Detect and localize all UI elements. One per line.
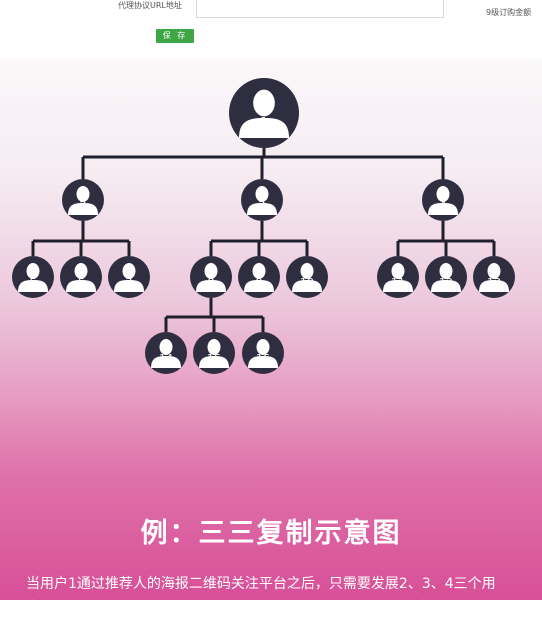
proxy-url-label: 代理协议URL地址 xyxy=(118,1,182,10)
person-icon xyxy=(76,186,90,202)
node-label: 12 xyxy=(439,276,453,289)
node-label: 10 xyxy=(300,276,314,289)
person-icon xyxy=(391,263,405,279)
tree-node-11: 11 xyxy=(377,256,419,298)
person-icon xyxy=(207,339,221,355)
node-label: 7 xyxy=(126,276,133,289)
person-body-icon xyxy=(66,280,96,292)
diagram-title: 例：三三复制示意图 xyxy=(140,518,402,549)
tree-node-8: 8 xyxy=(190,256,232,298)
person-body-icon xyxy=(479,280,509,292)
tree-node-15: 15 xyxy=(193,332,235,374)
settings-form-strip: 代理协议URL地址 9级订购金额 保 存 xyxy=(0,0,542,58)
node-label: 16 xyxy=(256,352,270,365)
person-body-icon xyxy=(248,356,278,368)
tree-connectors xyxy=(31,148,496,332)
node-label: 11 xyxy=(391,276,405,289)
tree-node-2: 2 xyxy=(62,179,104,221)
tree-node-3: 3 xyxy=(241,179,283,221)
person-body-icon xyxy=(247,203,277,215)
tree-node-14: 14 xyxy=(145,332,187,374)
person-icon xyxy=(439,263,453,279)
diagram-description: 当用户1通过推荐人的海报二维码关注平台之后，只需要发展2、3、4三个用户；同理，… xyxy=(26,576,508,640)
tree-node-16: 16 xyxy=(242,332,284,374)
person-icon xyxy=(436,186,450,202)
person-icon xyxy=(300,263,314,279)
person-body-icon xyxy=(114,280,144,292)
person-body-icon xyxy=(68,203,98,215)
person-body-icon xyxy=(292,280,322,292)
tree-node-1: 1 xyxy=(229,78,299,148)
person-body-icon xyxy=(428,203,458,215)
person-icon xyxy=(255,186,269,202)
node-label: 9 xyxy=(256,276,263,289)
node-label: 5 xyxy=(30,276,37,289)
node-label: 4 xyxy=(440,199,447,212)
person-icon xyxy=(253,89,275,117)
person-body-icon xyxy=(196,280,226,292)
person-icon xyxy=(487,263,501,279)
person-body-icon xyxy=(383,280,413,292)
person-body-icon xyxy=(151,356,181,368)
tree-node-10: 10 xyxy=(286,256,328,298)
person-icon xyxy=(159,339,173,355)
tree-node-4: 4 xyxy=(422,179,464,221)
node-label: 6 xyxy=(78,276,85,289)
person-body-icon xyxy=(199,356,229,368)
person-icon xyxy=(256,339,270,355)
tree-node-5: 5 xyxy=(12,256,54,298)
person-icon xyxy=(74,263,88,279)
tree-node-12: 12 xyxy=(425,256,467,298)
person-icon xyxy=(26,263,40,279)
order-amount-label: 9级订购金额 xyxy=(486,8,532,17)
person-body-icon xyxy=(244,280,274,292)
node-label: 13 xyxy=(487,276,501,289)
tree-node-6: 6 xyxy=(60,256,102,298)
person-icon xyxy=(252,263,266,279)
tree-node-9: 9 xyxy=(238,256,280,298)
node-label: 3 xyxy=(259,199,266,212)
person-body-icon xyxy=(18,280,48,292)
person-icon xyxy=(122,263,136,279)
person-body-icon xyxy=(431,280,461,292)
tree-node-7: 7 xyxy=(108,256,150,298)
node-label: 14 xyxy=(159,352,173,365)
node-label: 8 xyxy=(208,276,215,289)
node-label: 15 xyxy=(207,352,221,365)
person-body-icon xyxy=(239,118,289,138)
node-label: 2 xyxy=(80,199,87,212)
proxy-url-input[interactable] xyxy=(196,0,444,18)
node-label: 1 xyxy=(260,116,268,131)
person-icon xyxy=(204,263,218,279)
save-button[interactable]: 保 存 xyxy=(156,29,194,43)
tree-node-13: 13 xyxy=(473,256,515,298)
